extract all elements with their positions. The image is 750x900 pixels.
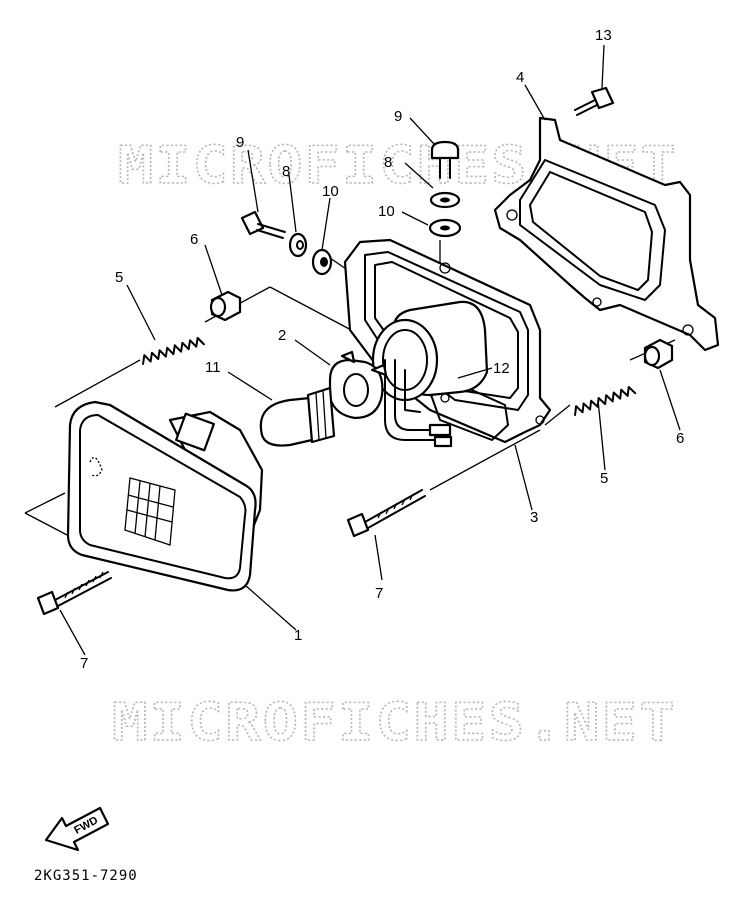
screw-left: [240, 210, 286, 239]
fwd-arrow-icon: FWD: [44, 806, 110, 852]
long-screw-left: [36, 571, 112, 616]
callout-8-left: 8: [282, 163, 290, 180]
callout-5-left: 5: [115, 269, 123, 286]
washer-top: [429, 191, 461, 209]
bulb: [259, 386, 336, 447]
diagram-code: 2KG351-7290: [34, 868, 138, 884]
nut-left: [209, 290, 242, 322]
callout-7-left: 7: [80, 655, 88, 672]
callout-10-top: 10: [378, 203, 395, 220]
callout-6-right: 6: [676, 430, 684, 447]
callout-9-left: 9: [236, 134, 244, 151]
collar-top: [428, 218, 462, 238]
screw-top-right: [574, 86, 615, 116]
lens-pattern: [124, 477, 176, 546]
mounting-bracket: [493, 116, 720, 352]
washer-left: [288, 232, 308, 258]
callout-9-top: 9: [394, 108, 402, 125]
callout-13: 13: [595, 27, 612, 44]
callout-2: 2: [278, 327, 286, 344]
callout-1: 1: [294, 627, 302, 644]
adjusting-spring-right: [574, 386, 637, 417]
headlight-lens-unit: [66, 400, 264, 592]
callout-labels: 1 2 3 4 5 5 6 6 7 7 8 8 9 9 10 10 11 12 …: [80, 27, 684, 672]
screw-top: [430, 140, 460, 179]
long-screw-right: [346, 489, 426, 538]
callout-leaders: [59, 44, 681, 656]
callout-12: 12: [493, 360, 510, 377]
callout-11: 11: [205, 359, 221, 376]
nut-right: [643, 338, 674, 370]
bulb-holder: [328, 350, 388, 420]
socket-cord: [371, 300, 489, 448]
callout-5-right: 5: [600, 470, 608, 487]
callout-7-right: 7: [375, 585, 383, 602]
collar-left: [311, 248, 333, 276]
watermark-bottom: MICROFICHES.NET: [112, 693, 677, 753]
callout-6-left: 6: [190, 231, 198, 248]
callout-8-top: 8: [384, 154, 392, 171]
callout-10-left: 10: [322, 183, 339, 200]
callout-3: 3: [530, 509, 538, 526]
callout-4: 4: [516, 69, 524, 86]
adjusting-spring-left: [142, 336, 205, 366]
